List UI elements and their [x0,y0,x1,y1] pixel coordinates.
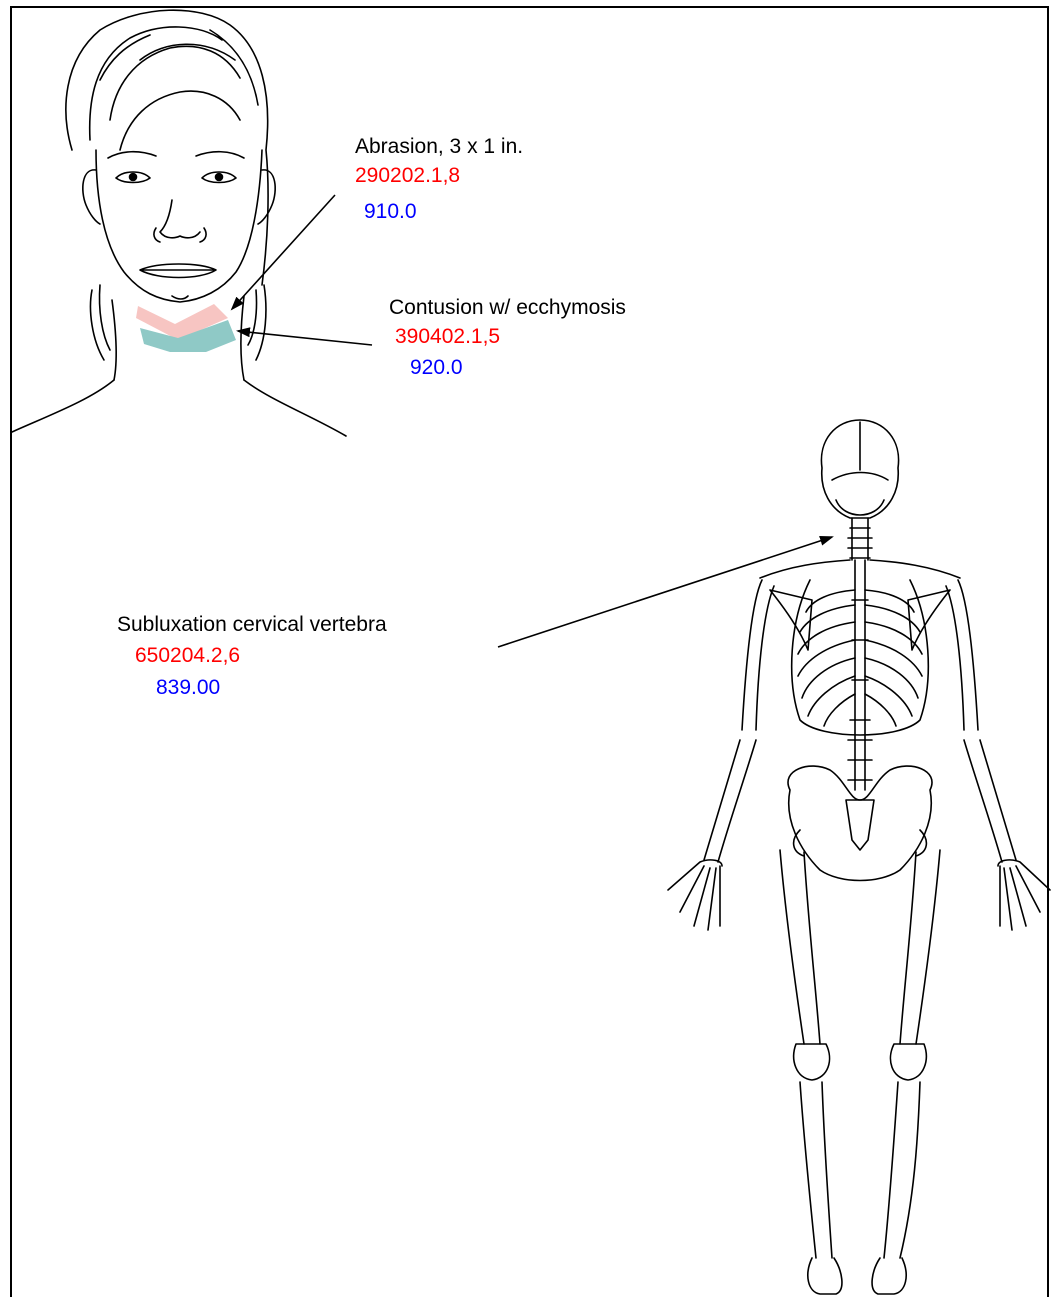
ribs [798,590,922,726]
pelvis [788,766,932,880]
left-hand [668,860,722,930]
contusion-value: 920.0 [410,356,463,380]
left-tibia [800,1082,832,1258]
hair-strands [90,27,258,150]
abrasion-code: 290202.1,8 [355,164,460,188]
contusion-arrow [238,331,372,345]
neck-hair-right [248,285,266,360]
right-shoulder [244,380,346,436]
right-eyebrow [196,152,244,158]
skeleton-drawing [668,420,1050,1294]
mouth [140,264,216,278]
right-clavicle [870,560,960,578]
right-knee [890,1044,926,1080]
abrasion-value: 910.0 [364,200,417,224]
nose [160,200,200,238]
skull-suture [832,422,888,480]
left-femur [780,850,820,1044]
jaw [836,500,884,515]
subluxation-arrow [498,537,832,647]
chin-mark [172,296,188,299]
abrasion-arrow [232,195,335,309]
contusion-label: Contusion w/ ecchymosis [389,296,626,320]
hair-outline [66,10,268,285]
right-humerus [946,580,978,730]
left-knee [794,1044,830,1080]
neck-right [241,296,244,380]
right-tibia [884,1082,920,1258]
contusion-code: 390402.1,5 [395,325,500,349]
hip-sockets [794,830,927,856]
cervical-spine [848,518,872,560]
left-forearm [704,740,756,862]
neck-hair-left [91,285,111,360]
left-eyebrow [108,152,156,158]
right-scapula [908,590,950,650]
left-shoulder [12,380,114,432]
left-foot [808,1258,842,1294]
sacrum [846,800,874,850]
right-pupil [216,174,223,181]
right-forearm [964,740,1016,862]
subluxation-code: 650204.2,6 [135,644,240,668]
right-hand [998,860,1050,930]
face-drawing [12,10,346,436]
left-scapula [770,590,812,650]
right-femur [900,850,940,1044]
right-foot [872,1258,906,1294]
neck-left [112,300,116,380]
abrasion-label: Abrasion, 3 x 1 in. [355,135,523,159]
spine [848,560,872,790]
subluxation-label: Subluxation cervical vertebra [117,613,387,637]
face-outline [96,150,262,302]
left-clavicle [760,560,850,578]
left-pupil [130,174,137,181]
subluxation-value: 839.00 [156,676,220,700]
left-humerus [742,580,774,730]
